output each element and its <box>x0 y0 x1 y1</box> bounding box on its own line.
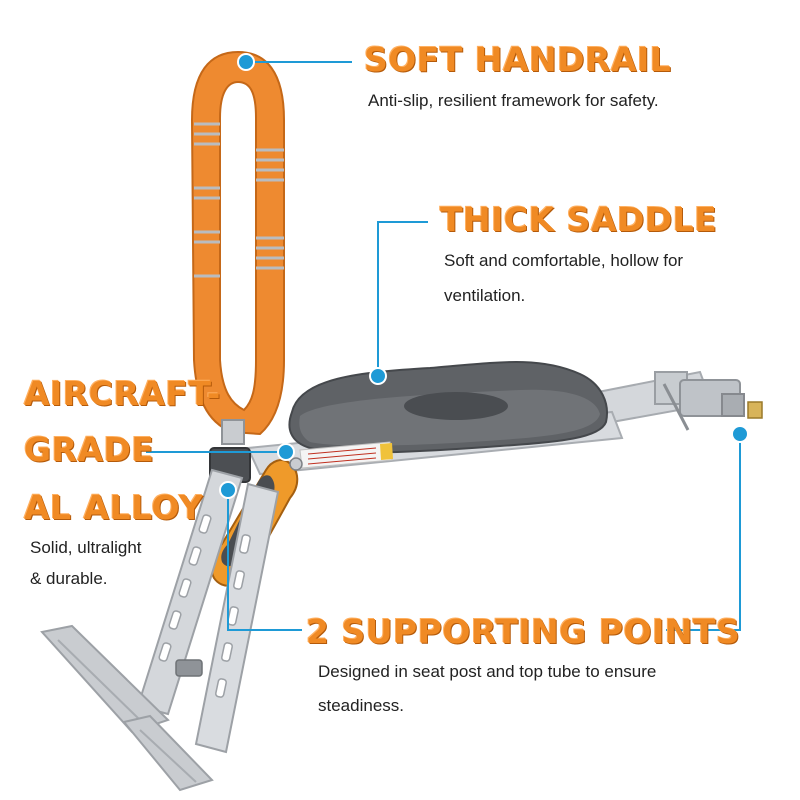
alloy-description-line-2: & durable. <box>30 569 108 588</box>
seatpost-clamp-bracket <box>596 370 763 431</box>
saddle-description-line-1: Soft and comfortable, hollow for <box>444 251 684 270</box>
support-title: 2 SUPPORTING POINTS <box>306 612 741 651</box>
alloy-description-line-1: Solid, ultralight <box>30 538 142 557</box>
alloy-title-line-3: AL ALLOY <box>24 488 204 527</box>
support-callout-line-right <box>666 434 741 631</box>
saddle-title: THICK SADDLE <box>440 200 718 239</box>
support-callout-line <box>227 490 302 631</box>
handrail-grip-rings <box>194 122 284 278</box>
saddle-callout-dot <box>369 367 387 385</box>
support-description-line-1: Designed in seat post and top tube to en… <box>318 662 657 681</box>
saddle-description-line-2: ventilation. <box>444 286 526 305</box>
alloy-callout-dot <box>277 443 295 461</box>
thick-saddle <box>288 361 608 454</box>
warning-label <box>299 441 393 469</box>
support-description-line-2: steadiness. <box>318 696 404 715</box>
support-callout-dot-left <box>219 481 237 499</box>
handrail-title: SOFT HANDRAIL <box>364 40 672 79</box>
handrail-callout-dot <box>237 53 255 71</box>
soft-handrail <box>190 50 285 445</box>
saddle-callout-line <box>377 221 428 376</box>
support-callout-dot-right <box>731 425 749 443</box>
alloy-title-line-2: GRADE <box>24 430 155 469</box>
adjustable-footrest-right <box>122 482 280 792</box>
handrail-description: Anti-slip, resilient framework for safet… <box>368 91 659 110</box>
alloy-title-line-1: AIRCRAFT- <box>24 374 221 413</box>
adjustable-footrest-left <box>40 468 244 734</box>
